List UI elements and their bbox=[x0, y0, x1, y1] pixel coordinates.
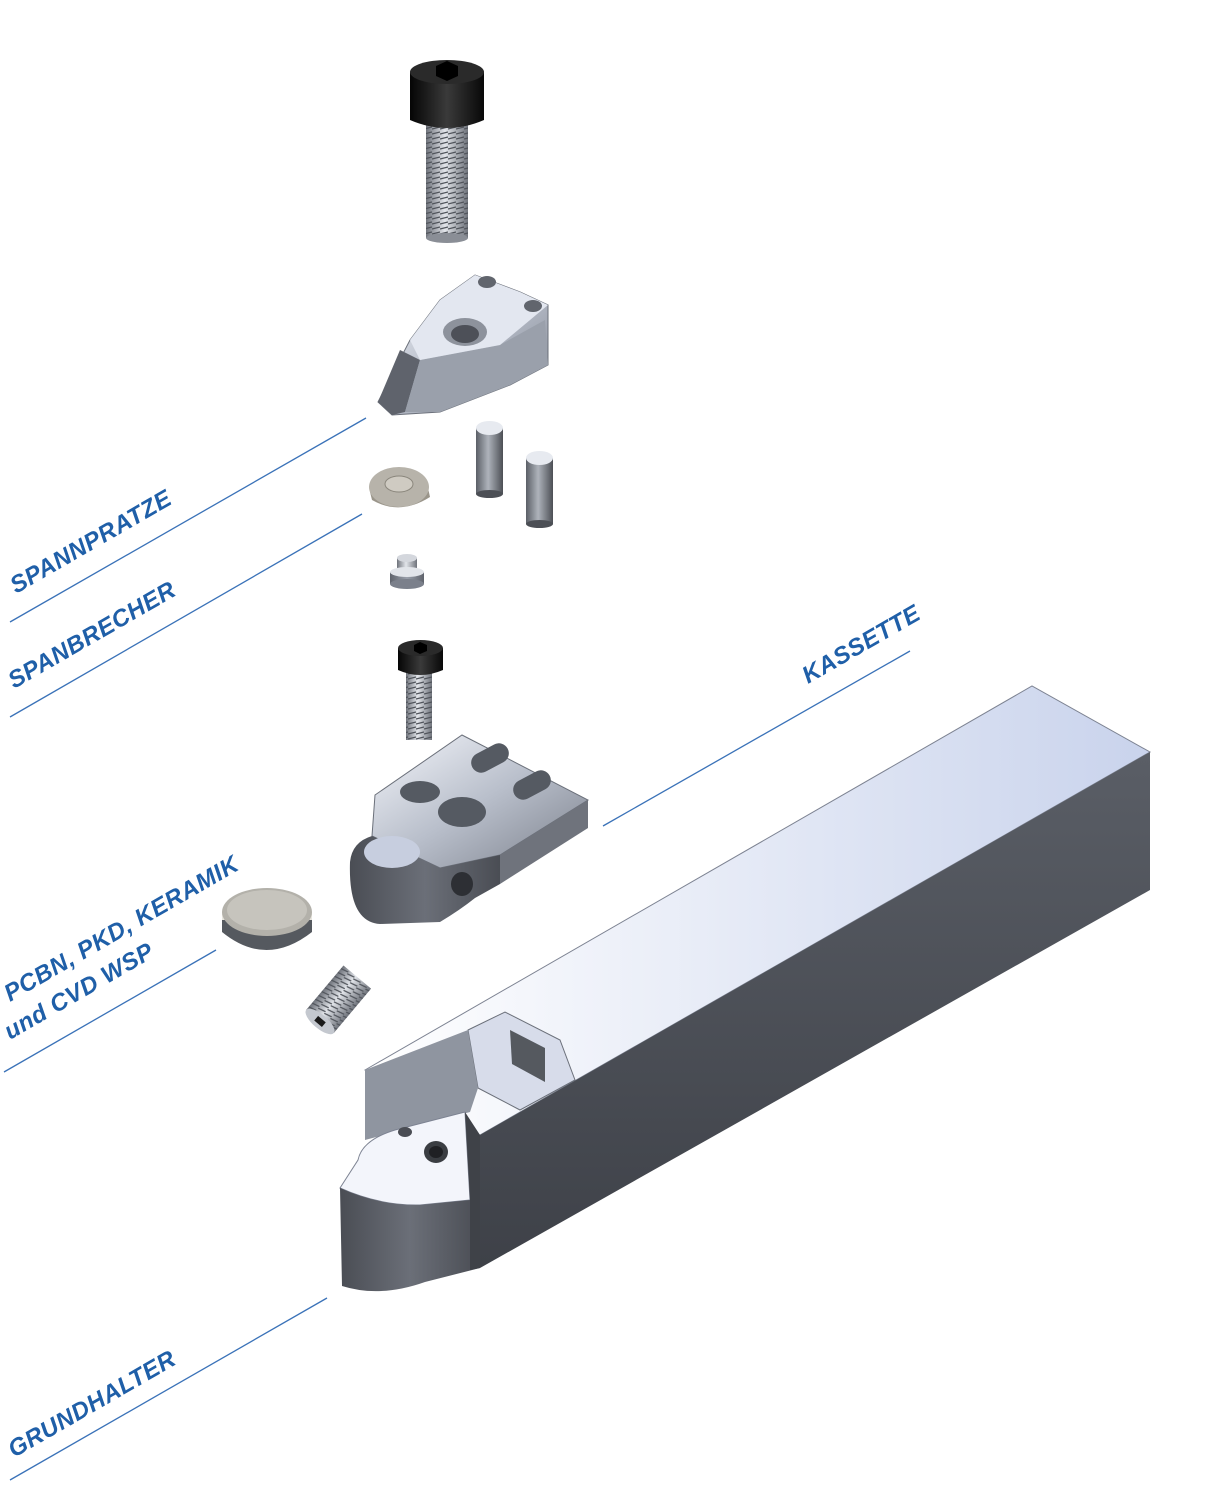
label-insert-line1: PCBN, PKD, KERAMIK bbox=[0, 850, 245, 1007]
leader-insert bbox=[3, 949, 217, 1073]
cassette-block-icon bbox=[349, 734, 590, 924]
small-screw-icon bbox=[390, 554, 424, 589]
round-insert-icon bbox=[222, 888, 312, 950]
cap-screw-medium-icon bbox=[398, 640, 443, 740]
label-spannpratze: SPANNPRATZE bbox=[6, 485, 177, 600]
leader-lines bbox=[3, 417, 911, 1481]
cap-screw-large-icon bbox=[410, 60, 484, 243]
set-screw-icon bbox=[305, 965, 372, 1035]
label-grundhalter: GRUNDHALTER bbox=[4, 1345, 181, 1463]
leader-kassette bbox=[602, 650, 911, 827]
clamp-claw-icon bbox=[377, 274, 549, 416]
leader-spannpratze bbox=[9, 417, 367, 623]
leader-spanbrecher bbox=[9, 513, 363, 718]
dowel-pin-icon bbox=[476, 421, 503, 498]
chip-breaker-disc-icon bbox=[369, 467, 430, 508]
leader-grundhalter bbox=[9, 1297, 328, 1481]
label-kassette: KASSETTE bbox=[798, 600, 926, 690]
label-spanbrecher: SPANBRECHER bbox=[4, 576, 181, 694]
dowel-pin-icon bbox=[526, 451, 553, 528]
tool-holder-shank-icon bbox=[339, 685, 1152, 1292]
